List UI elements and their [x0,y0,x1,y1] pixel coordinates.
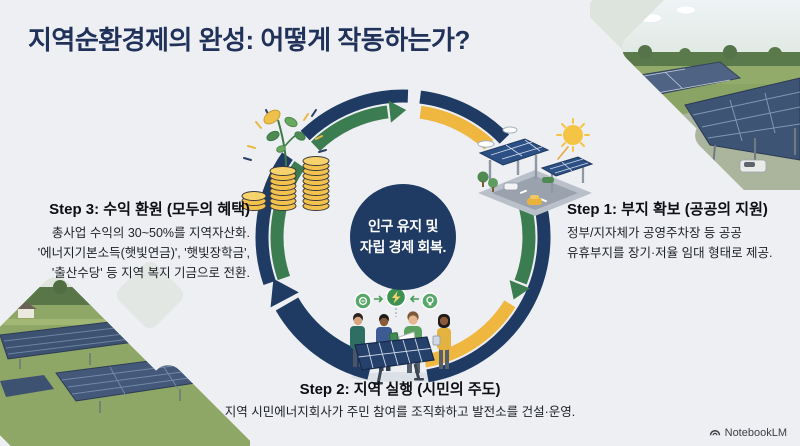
step3-line-2: '에너지기본소득(햇빛연금)', '햇빛장학금', [37,246,250,260]
step3-block: Step 3: 수익 환원 (모두의 혜택) 총사업 수익의 30~50%를 지… [10,198,250,283]
step1-block: Step 1: 부지 확보 (공공의 지원) 정부/지자체가 공영주차장 등 공… [567,198,792,263]
idea-icon [421,292,439,310]
step1-line-1: 정부/지자체가 공영주차장 등 공공 [567,226,742,240]
flow-arrows [374,295,419,303]
notebooklm-watermark: NotebookLM [709,427,787,439]
step2-line-1: 지역 시민에너지회사가 주민 참여를 조직화하고 발전소를 건설·운영. [224,405,576,419]
coins-plant-illustration [241,109,330,211]
goal-line-2: 자립 경제 회복. [359,239,447,255]
step3-line-3: '출산수당' 등 지역 복지 기금으로 전환. [51,266,250,280]
cycle-goal-disc: 인구 유지 및 자립 경제 회복. [350,184,456,290]
notebooklm-logo-icon [709,430,720,436]
citizens-solar-illustration [350,287,451,385]
watermark-label: NotebookLM [724,427,787,439]
goal-line-1: 인구 유지 및 [367,218,439,234]
solar-carport-illustration [477,118,594,216]
step2-title: Step 2: 지역 실행 (시민의 주도) [299,381,501,398]
solar-farm-photo-bottom-left [0,261,250,446]
solar-farm-photo-top-right [590,0,800,190]
step1-line-2: 유휴부지를 장기·저율 임대 형태로 제공. [567,246,773,260]
step1-title: Step 1: 부지 확보 (공공의 지원) [567,201,768,218]
step3-line-1: 총사업 수익의 30~50%를 지역자산화. [51,226,250,240]
citizen-1 [350,313,365,367]
citizen-4 [432,314,451,369]
step3-title: Step 3: 수익 환원 (모두의 혜택) [49,201,250,218]
page-title: 지역순환경제의 완성: 어떻게 작동하는가? [28,25,470,55]
step2-block: Step 2: 지역 실행 (시민의 주도) 지역 시민에너지회사가 주민 참여… [0,378,800,422]
solar-panel [354,336,435,385]
